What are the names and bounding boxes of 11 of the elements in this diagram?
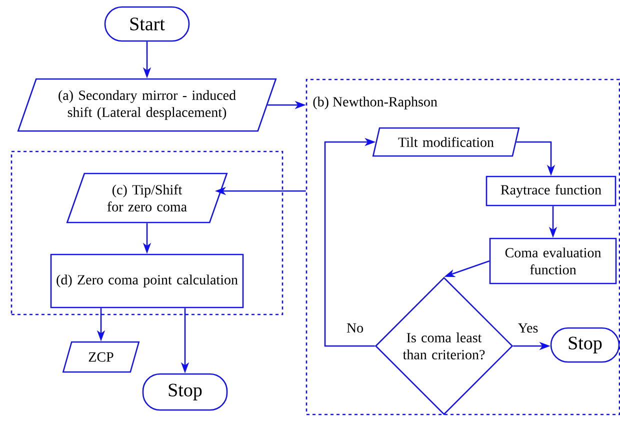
process-box: Raytrace function (486, 176, 616, 206)
input-parallelogram: Tilt modification (372, 127, 520, 157)
process-box: Coma evaluation function (489, 238, 617, 284)
edge-label: Yes (516, 322, 540, 334)
stop-terminal: Stop (142, 373, 228, 411)
dashed-frame (10, 150, 284, 316)
process-box: (d) Zero coma point calculation (50, 254, 244, 308)
stop-terminal: Stop (550, 327, 620, 363)
edge-label: No (345, 322, 365, 334)
input-parallelogram: (a) Secondary mirror - induced shift (Lateral desplacement) (17, 78, 277, 132)
start-terminal: Start (104, 6, 190, 42)
